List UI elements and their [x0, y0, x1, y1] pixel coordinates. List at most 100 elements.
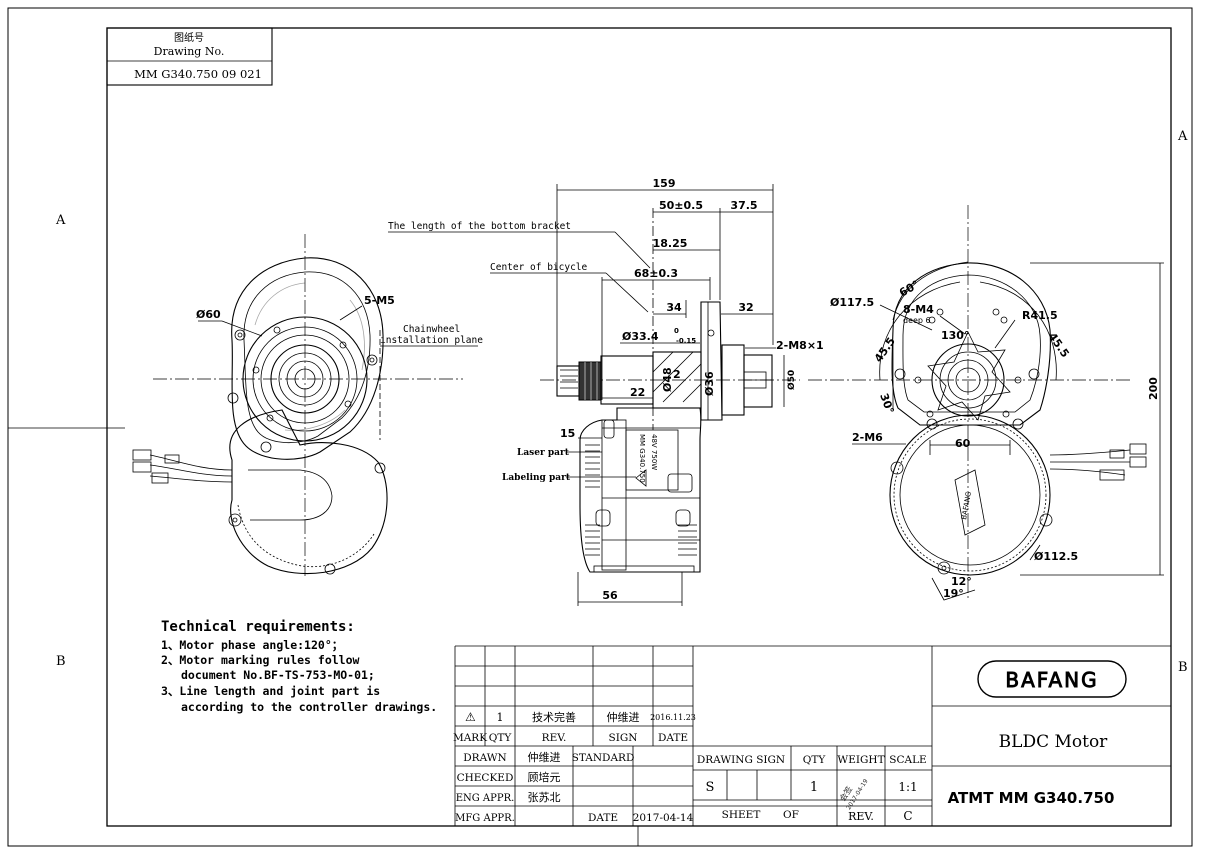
tb-qty-val: 1 [810, 780, 818, 795]
tb-s: S [706, 780, 715, 795]
front-chainwheel-2: installation plane [380, 335, 483, 346]
appr-checked-name: 顾培元 [528, 770, 561, 784]
rear-r41: R41.5 [1022, 309, 1058, 322]
side-dim-56: 56 [602, 589, 618, 602]
zone-label-b-right: B [1178, 660, 1188, 675]
approval-stamp: 会签 2017-04-19 [837, 778, 870, 811]
drawing-no-label-cn: 图纸号 [174, 31, 204, 44]
appr-date-label: DATE [588, 812, 618, 824]
side-dim-32: 32 [738, 301, 753, 314]
side-dim-33: Ø33.4 [622, 330, 659, 343]
rear-dim-45-left: 45.5 [872, 335, 898, 365]
side-dim-159: 159 [653, 177, 676, 190]
appr-checked: CHECKED [457, 772, 514, 784]
side-dim-18: 18.25 [653, 237, 688, 250]
zone-label-a-left: A [55, 213, 66, 228]
tb-drawing-sign: DRAWING SIGN [697, 754, 785, 766]
zone-label-b-left: B [56, 654, 66, 669]
side-knurl [578, 361, 602, 401]
tb-scale-val: 1:1 [898, 780, 917, 794]
rear-body-label: BAFANG [960, 491, 973, 520]
side-dim-2: 2 [673, 368, 681, 381]
rev-h-qty: QTY [489, 732, 513, 744]
drawing-no-value: MM G340.750 09 021 [134, 67, 262, 81]
zone-label-a-right: A [1177, 129, 1188, 144]
inner-frame [106, 27, 1172, 827]
side-dim-37: 37.5 [730, 199, 757, 212]
rev-warning-icon: ⚠ [465, 710, 476, 724]
rev-row-rev: 技术完善 [532, 710, 576, 724]
front-chainwheel-1: Chainwheel [403, 324, 460, 335]
side-dim-50dia: Ø50 [786, 370, 797, 390]
front-dia-60: Ø60 [196, 308, 221, 321]
rear-ang-130: 130° [941, 329, 969, 342]
tb-of: OF [783, 809, 799, 821]
side-dim-36: Ø36 [703, 371, 716, 396]
rear-ang-12: 12° [951, 575, 972, 588]
rear-view: BAFANG Ø117.5 60° 8-M4 deep 6 R41.5 [808, 205, 1164, 601]
side-label-text: MM G340.750 [638, 434, 646, 483]
side-laser: Laser part [517, 448, 570, 458]
appr-drawn-name: 仲维进 [528, 750, 561, 764]
tb-product: BLDC Motor [999, 732, 1109, 752]
tb-qty: QTY [803, 754, 827, 766]
tb-rev: REV. [848, 810, 874, 823]
bafang-logo-text: BAFANG [1005, 668, 1098, 692]
front-thread-5m5: 5-M5 [364, 294, 395, 307]
tech-req-line-4: 3、Line length and joint part is [161, 684, 380, 698]
tech-req-title: Technical requirements: [161, 619, 355, 635]
tech-req-line-5: according to the controller drawings. [181, 700, 437, 714]
tech-req-line-3: document No.BF-TS-753-MO-01; [181, 668, 375, 682]
rev-h-mark: MARK [453, 732, 487, 744]
drawing-no-label-en: Drawing No. [154, 45, 225, 58]
rear-deep: deep 6 [903, 316, 931, 325]
front-view: Ø60 5-M5 Chainwheel installation plane [132, 234, 483, 576]
rear-dim-60: 60 [955, 437, 971, 450]
rear-dim-200: 200 [1147, 377, 1160, 400]
rear-m6: 2-M6 [852, 431, 883, 444]
appr-eng-name: 张苏北 [528, 791, 561, 804]
appr-standard: STANDARD [572, 752, 635, 764]
appr-mfg: MFG APPR. [455, 813, 515, 824]
rev-h-rev: REV. [542, 732, 567, 744]
side-dim-50: 50±0.5 [659, 199, 703, 212]
side-fins [585, 444, 697, 556]
rev-h-date: DATE [658, 732, 688, 744]
technical-requirements: Technical requirements: 1、Motor phase an… [161, 619, 437, 714]
side-dim-34: 34 [666, 301, 682, 314]
rear-dim-112: Ø112.5 [1034, 550, 1078, 563]
side-dim-15: 15 [560, 427, 575, 440]
side-dim-33-tol: 0 [674, 327, 679, 335]
tb-scale: SCALE [889, 754, 926, 766]
rev-h-sign: SIGN [609, 732, 638, 744]
tech-req-line-2: 2、Motor marking rules follow [161, 653, 360, 667]
tech-req-line-1: 1、Motor phase angle:120°； [161, 638, 343, 652]
rear-ang-30: 30° [877, 392, 896, 416]
side-dim-48: Ø48 [661, 367, 674, 392]
rev-row-mark: 1 [497, 711, 504, 724]
side-dim-68: 68±0.3 [634, 267, 678, 280]
side-dim-33-tol2: -0.15 [676, 337, 696, 345]
tb-sheet: SHEET [722, 809, 761, 821]
drawing-number-box: 图纸号 Drawing No. MM G340.750 09 021 [106, 27, 273, 86]
title-block: ⚠ 1 技术完善 仲维进 2016.11.23 MARK QTY REV. SI… [453, 645, 1171, 826]
side-view: 159 50±0.5 37.5 The length of the bottom… [388, 177, 824, 606]
rear-dim-117: Ø117.5 [830, 296, 874, 309]
side-dim-22: 22 [630, 386, 645, 399]
bafang-logo [977, 660, 1127, 698]
side-label-text-2: 48V 750W [650, 434, 658, 470]
tb-weight: WEIGHT [837, 754, 884, 766]
rear-m4: 8-M4 [903, 303, 934, 316]
appr-date-value: 2017-04-14 [633, 812, 694, 824]
appr-eng: ENG APPR. [456, 793, 515, 804]
rev-row-date: 2016.11.23 [650, 713, 696, 722]
tb-rev-val: C [903, 809, 912, 823]
rev-row-sign: 仲维进 [607, 710, 640, 724]
outer-frame [7, 7, 1193, 847]
side-center-bicycle: Center of bicycle [490, 262, 588, 273]
tb-part-no: ATMT MM G340.750 [948, 789, 1115, 807]
rear-ang-19: 19° [943, 587, 964, 600]
side-m8: 2-M8×1 [776, 339, 824, 352]
appr-drawn: DRAWN [463, 752, 506, 764]
